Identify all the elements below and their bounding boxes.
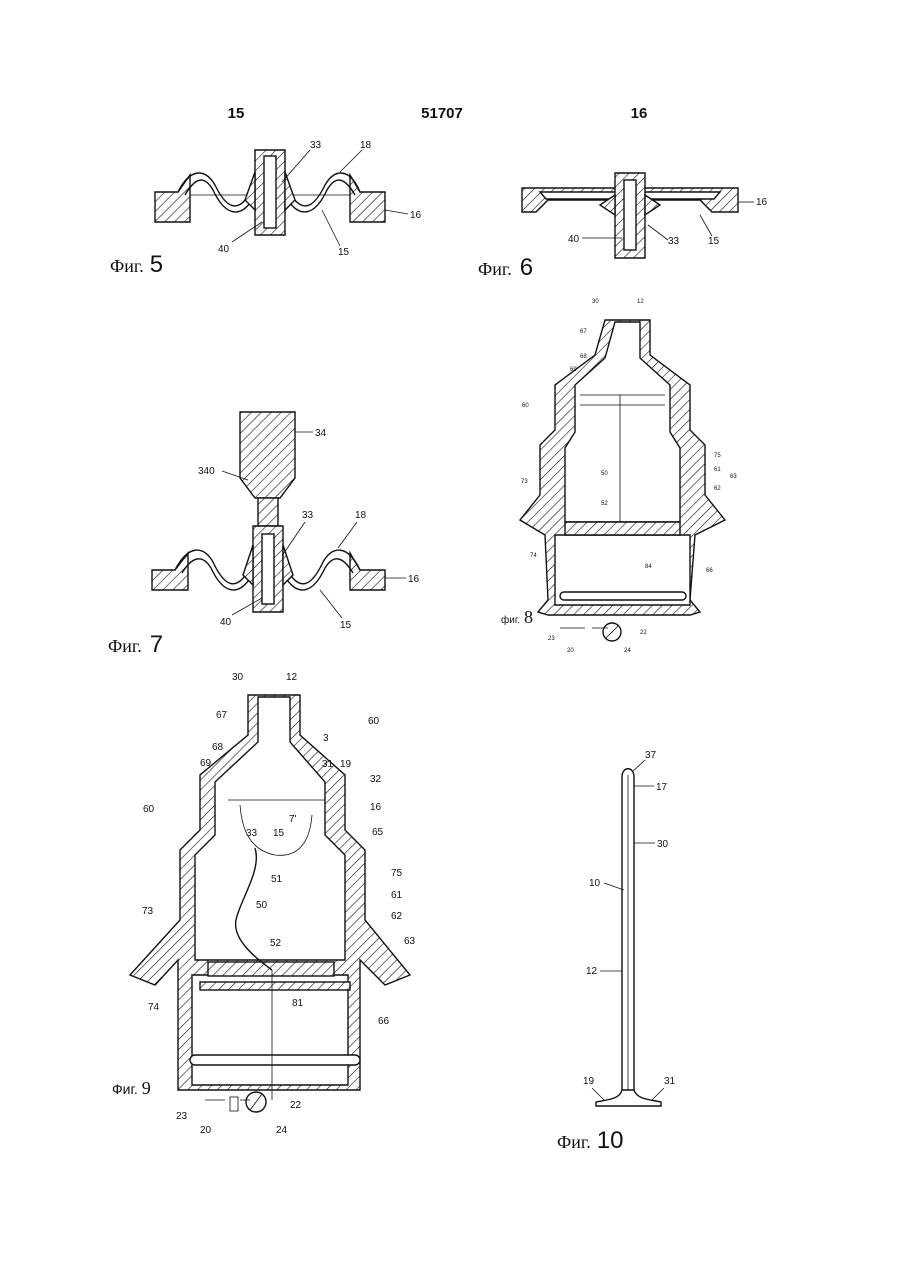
label-340: 340	[198, 466, 215, 477]
label-20: 20	[567, 648, 574, 654]
label-15: 15	[273, 828, 285, 839]
figure-10	[596, 769, 661, 1106]
label-50: 50	[256, 900, 268, 911]
label-62: 62	[714, 486, 721, 492]
label-69: 69	[200, 758, 212, 769]
label-60: 60	[368, 716, 380, 727]
label-23: 23	[548, 636, 555, 642]
label-66: 66	[706, 568, 713, 574]
label-34: 34	[315, 428, 327, 439]
label-12: 12	[586, 966, 598, 977]
figure-10-caption: Фиг.10	[557, 1127, 623, 1154]
label-68: 68	[580, 354, 587, 360]
label-30: 30	[592, 299, 599, 305]
figure-8-caption: фиг.8	[501, 607, 533, 627]
figure-9-caption: Фиг.9	[112, 1078, 151, 1098]
label-16: 16	[756, 197, 768, 208]
label-40: 40	[568, 234, 580, 245]
label-32: 32	[370, 774, 382, 785]
label-40: 40	[218, 244, 230, 255]
label-40: 40	[220, 617, 232, 628]
label-73: 73	[521, 479, 528, 485]
label-20: 20	[200, 1125, 212, 1136]
label-61: 61	[714, 467, 721, 473]
label-33: 33	[310, 140, 322, 151]
page-number-right: 16	[631, 105, 648, 122]
label-61: 61	[391, 890, 403, 901]
label-66: 66	[378, 1016, 390, 1027]
label-74: 74	[148, 1002, 160, 1013]
label-17: 17	[656, 782, 668, 793]
label-63: 63	[404, 936, 416, 947]
label-73: 73	[142, 906, 154, 917]
figure-9	[130, 695, 410, 1112]
label-18: 18	[355, 510, 367, 521]
figure-8	[520, 320, 725, 641]
figure-5-caption: Фиг.5	[110, 251, 163, 278]
label-31: 31	[664, 1076, 676, 1087]
label-31: 31	[322, 759, 334, 770]
label-62: 62	[391, 911, 403, 922]
label-3: 3	[323, 733, 329, 744]
label-12: 12	[286, 672, 298, 683]
label-81: 81	[292, 998, 304, 1009]
label-33: 33	[302, 510, 314, 521]
label-12: 12	[637, 299, 644, 305]
label-33: 33	[668, 236, 680, 247]
label-51: 51	[271, 874, 283, 885]
label-52: 52	[601, 501, 608, 507]
label-19: 19	[340, 759, 352, 770]
label-50: 50	[601, 471, 608, 477]
label-65: 65	[372, 827, 384, 838]
label-16: 16	[408, 574, 420, 585]
label-63: 63	[730, 474, 737, 480]
figure-7	[152, 412, 385, 612]
label-15: 15	[708, 236, 720, 247]
label-19: 19	[583, 1076, 595, 1087]
label-15: 15	[338, 247, 350, 258]
label-10: 10	[589, 878, 601, 889]
label-69: 69	[570, 367, 577, 373]
figure-6	[522, 173, 738, 258]
label-60-left: 60	[143, 804, 155, 815]
label-22: 22	[290, 1100, 302, 1111]
label-15: 15	[340, 620, 352, 631]
label-68: 68	[212, 742, 224, 753]
label-75: 75	[714, 453, 721, 459]
label-23: 23	[176, 1111, 188, 1122]
label-24: 24	[276, 1125, 288, 1136]
label-75: 75	[391, 868, 403, 879]
label-30: 30	[232, 672, 244, 683]
figure-7-labels: 34 340 33 18 16 40 15	[198, 428, 420, 631]
label-22: 22	[640, 630, 647, 636]
label-60: 60	[522, 403, 529, 409]
label-16: 16	[370, 802, 382, 813]
document-number: 51707	[421, 105, 463, 122]
figure-5	[155, 150, 385, 235]
label-30: 30	[657, 839, 669, 850]
page-number-left: 15	[228, 105, 245, 122]
label-33: 33	[246, 828, 258, 839]
figure-6-caption: Фиг.6	[478, 254, 533, 281]
label-16: 16	[410, 210, 422, 221]
figure-10-labels: 37 17 30 10 12 19 31	[583, 750, 676, 1100]
label-84: 84	[645, 564, 652, 570]
label-18: 18	[360, 140, 372, 151]
label-74: 74	[530, 553, 537, 559]
label-67: 67	[216, 710, 228, 721]
label-7-prime: 7'	[289, 814, 297, 825]
figure-7-caption: Фиг.7	[108, 631, 163, 658]
label-52: 52	[270, 938, 282, 949]
label-37: 37	[645, 750, 657, 761]
label-67: 67	[580, 329, 587, 335]
label-24: 24	[624, 648, 631, 654]
